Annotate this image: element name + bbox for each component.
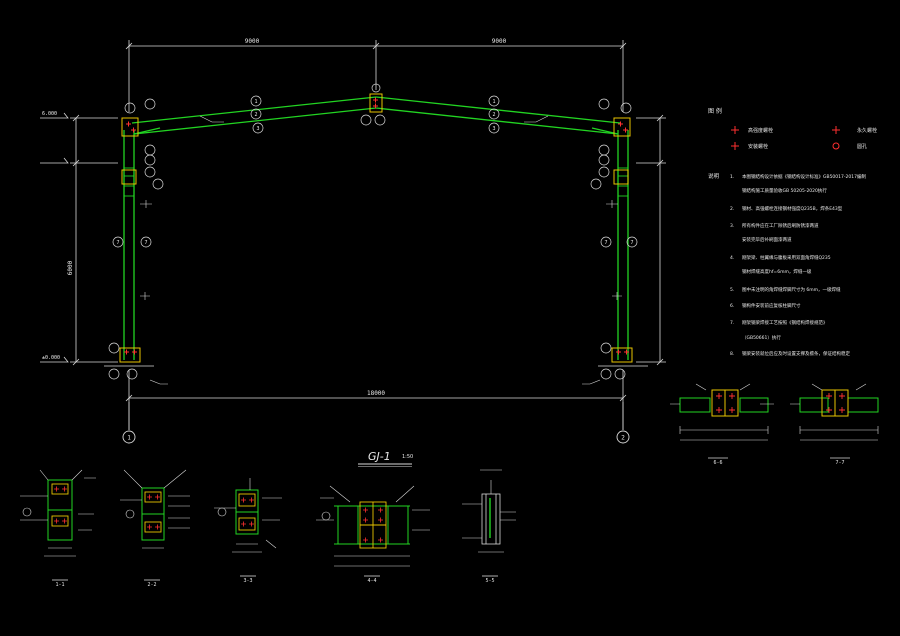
- detail-label: 3-3: [243, 578, 252, 584]
- legend: 图 例 高强度螺栓 永久螺栓 安装螺栓 圆孔: [708, 107, 877, 150]
- note-text: 钢结构施工质量验收GB 50205-2020执行: [742, 187, 827, 194]
- legend-label: 高强度螺栓: [748, 127, 773, 134]
- dimension-lines: [40, 40, 666, 430]
- note-num: 6.: [730, 303, 734, 309]
- callout-label: 2: [492, 112, 495, 118]
- drawing-title: GJ-1: [368, 450, 391, 463]
- detail-label: 4-4: [367, 578, 376, 584]
- legend-label: 永久螺栓: [857, 127, 877, 134]
- grid-axes: 1 2: [122, 402, 630, 444]
- note-text: 本图钢结构设计依据《钢结构设计标准》GB50017-2017编制: [742, 173, 866, 180]
- callout-label: 7: [604, 240, 607, 246]
- detail-4-4: 4-4: [316, 485, 430, 584]
- callout-label: 2: [254, 112, 257, 118]
- note-text: 刚架钢梁焊接工艺按照《钢结构焊接规范》: [742, 319, 828, 326]
- elev-eave-left: 6.000: [42, 111, 57, 117]
- drawing-title-block: GJ-1 1:50: [358, 450, 413, 467]
- callout-label: 1: [492, 99, 495, 105]
- note-num: 8.: [730, 351, 734, 357]
- callout-label: 3: [492, 126, 495, 132]
- design-notes: 说明 1. 本图钢结构设计依据《钢结构设计标准》GB50017-2017编制 钢…: [708, 172, 866, 357]
- callout-label: 7: [116, 240, 119, 246]
- frame-joints: [119, 93, 633, 363]
- callout-label: 3: [256, 126, 259, 132]
- dim-column-height: 6000: [67, 260, 74, 275]
- legend-item: 永久螺栓: [832, 126, 877, 134]
- dim-left-half-span: 9000: [245, 38, 260, 45]
- detail-6-6: 6-6: [670, 383, 774, 466]
- dim-right-half-span: 9000: [492, 38, 507, 45]
- note-text: 图中未注明的角焊缝焊脚尺寸为 6mm，一级焊缝: [742, 286, 841, 293]
- leader-annotations: [140, 115, 622, 385]
- legend-item: 安装螺栓: [731, 142, 768, 150]
- legend-item: 圆孔: [832, 142, 867, 150]
- note-text: 钢构件安装前应复核柱脚尺寸: [742, 302, 801, 309]
- detail-label: 6-6: [713, 460, 722, 466]
- legend-title: 图 例: [708, 107, 722, 115]
- legend-label: 安装螺栓: [748, 143, 768, 150]
- notes-heading: 说明: [708, 172, 720, 180]
- note-text: 钢梁安装就位后应及时设置支撑及檩条，保证结构稳定: [742, 350, 850, 357]
- bolt-marks: [124, 97, 629, 355]
- note-text: 钢材焊缝高度hf=6mm，焊缝一级: [742, 268, 812, 275]
- note-num: 3.: [730, 223, 734, 229]
- note-text: 刚架梁、柱翼缘与腹板采用双面角焊缝Q235: [742, 254, 831, 261]
- member-callouts: [108, 83, 638, 380]
- detail-label: 5-5: [485, 578, 494, 584]
- portal-frame: [123, 96, 629, 360]
- note-text: （GB50661）执行: [742, 334, 781, 341]
- grid-axis-label: 1: [127, 435, 131, 442]
- detail-3-3: 3-3: [214, 478, 282, 584]
- dimension-texts: 9000 9000 18000 6000 6.000 ±0.000: [42, 38, 507, 397]
- drawing-scale: 1:50: [402, 454, 413, 460]
- detail-2-2: 2-2: [120, 469, 190, 588]
- grid-axis-bubble: [122, 430, 136, 444]
- detail-label: 7-7: [835, 460, 844, 466]
- grid-axis-bubble: [616, 430, 630, 444]
- note-num: 1.: [730, 174, 734, 180]
- note-text: 安装完毕后补刷面漆两道: [742, 236, 792, 243]
- callout-label: 1: [254, 99, 257, 105]
- column-stiffeners: [124, 167, 628, 197]
- member-callout-texts: 1 2 3 1 2 3 7 7 7 7: [116, 99, 633, 246]
- dim-total-span: 18000: [367, 390, 385, 397]
- detail-label: 1-1: [55, 582, 64, 588]
- callout-label: 7: [144, 240, 147, 246]
- note-num: 4.: [730, 255, 734, 261]
- note-num: 2.: [730, 206, 734, 212]
- detail-1-1: 1-1: [20, 469, 96, 588]
- detail-5-5: 5-5: [462, 469, 516, 584]
- grid-axis-label: 2: [621, 435, 625, 442]
- callout-label: 7: [630, 240, 633, 246]
- detail-label: 2-2: [147, 582, 156, 588]
- elev-base-left: ±0.000: [42, 355, 60, 361]
- detail-7-7: 7-7: [790, 383, 879, 466]
- note-num: 5.: [730, 287, 734, 293]
- legend-label: 圆孔: [857, 143, 867, 150]
- note-text: 所有构件应在工厂除锈后刷防锈漆两道: [742, 222, 819, 229]
- note-num: 7.: [730, 320, 734, 326]
- legend-item: 高强度螺栓: [731, 126, 773, 134]
- note-text: 钢材、高强螺栓连接钢材强度Q235B，焊条E43型: [742, 205, 843, 212]
